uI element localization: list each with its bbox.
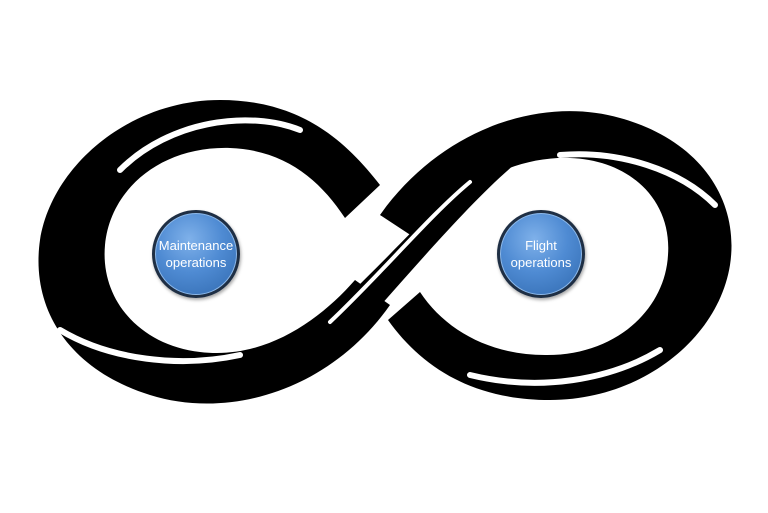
loop-highlight-left-bottom bbox=[57, 327, 243, 364]
loop-highlight-right-bottom bbox=[467, 347, 663, 386]
node-right-line2: operations bbox=[510, 255, 572, 270]
loop-highlight-center bbox=[328, 180, 472, 324]
loop-left-band bbox=[38, 100, 391, 404]
loop-highlight-left bbox=[117, 117, 303, 173]
node-right-line1: Flight bbox=[525, 238, 557, 253]
loop-highlight-right bbox=[557, 151, 718, 208]
node-left-line1: Maintenance bbox=[158, 238, 234, 253]
node-left-line2: operations bbox=[165, 255, 227, 270]
flight-operations-node: Flight operations bbox=[497, 210, 585, 298]
maintenance-operations-node: Maintenance operations bbox=[152, 210, 240, 298]
